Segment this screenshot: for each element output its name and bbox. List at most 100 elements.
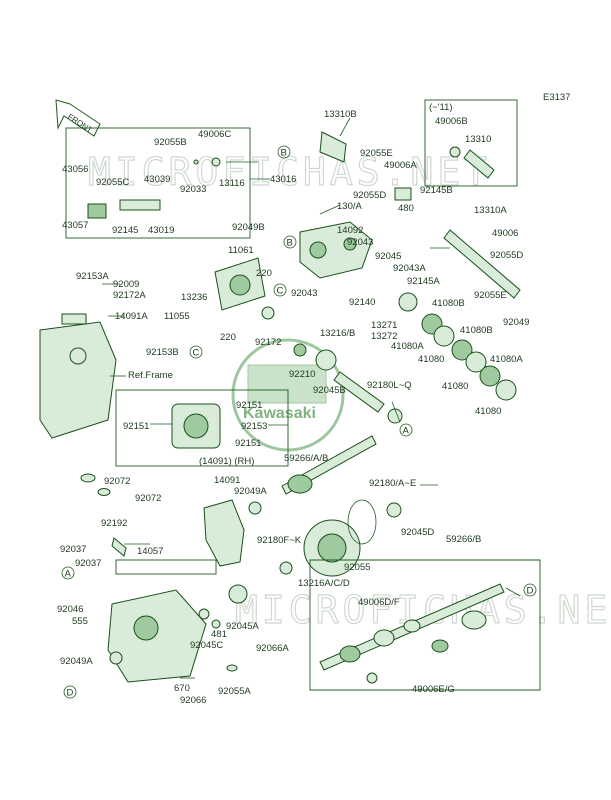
part-label: 49006B [435, 116, 468, 127]
part-label: 92145B [420, 185, 453, 196]
part-label: 92066 [180, 695, 206, 706]
part-label: 13216/B [320, 328, 355, 339]
part-label: 92151 [123, 421, 149, 432]
part-label: 49006E/G [412, 684, 455, 695]
part-label: 92055C [96, 177, 129, 188]
part-label: 43057 [62, 220, 88, 231]
part-label: 92180F~K [257, 535, 302, 546]
part-label: 555 [72, 616, 88, 627]
cover-11061 [214, 257, 275, 320]
part-label: 92151 [235, 438, 261, 449]
part-label: 92180L~Q [367, 380, 412, 391]
svg-text:C: C [193, 348, 200, 359]
part-label: 13310A [474, 205, 507, 216]
differential-housing-14057 [107, 537, 248, 683]
part-label: 13216A/C/D [298, 578, 350, 589]
part-label: 92049B [232, 222, 265, 233]
part-label: 481 [211, 629, 227, 640]
frame-reference [39, 313, 117, 439]
part-label: 92055B [154, 137, 187, 148]
part-label: 130/A [337, 201, 362, 212]
part-label: 13236 [181, 292, 207, 303]
axle-box-59266B [309, 559, 541, 691]
part-label: 14092 [337, 225, 363, 236]
kawasaki-logo: Kawasaki [231, 338, 345, 452]
part-label: 92037 [75, 558, 101, 569]
part-label: 92140 [349, 297, 375, 308]
part-label: 92210 [289, 369, 315, 380]
clutch-discs [398, 292, 517, 401]
part-label: 92151 [236, 400, 262, 411]
part-label: 11061 [228, 245, 254, 256]
part-label: 92045D [401, 527, 434, 538]
part-label: 92055D [490, 250, 523, 261]
part-label: 13310B [324, 109, 357, 120]
part-label: 92145A [407, 276, 440, 287]
part-label: 43039 [144, 174, 170, 185]
part-label: 92043A [393, 263, 426, 274]
part-label: 41080A [490, 354, 523, 365]
part-label: 92072 [104, 476, 130, 487]
part-label: 92055E [474, 290, 507, 301]
part-label: 92045A [226, 621, 259, 632]
front-shaft-box [65, 127, 251, 239]
rh-label: (14091) (RH) [199, 456, 254, 467]
part-label: 43016 [270, 174, 296, 185]
drive-shaft-59266 [281, 435, 377, 495]
ref-markers: B B C C A A D D [61, 145, 537, 699]
part-label: 49006D/F [358, 597, 400, 608]
svg-text:D: D [527, 586, 534, 597]
part-label: 14091A [115, 311, 148, 322]
part-label: 670 [174, 683, 190, 694]
part-label: 92049 [503, 317, 529, 328]
part-label: 11055 [164, 311, 190, 322]
part-label: 92055E [360, 148, 393, 159]
svg-text:A: A [65, 569, 72, 580]
part-label: 13272 [371, 331, 397, 342]
part-label: 92045 [375, 251, 401, 262]
part-label: 92180/A~E [369, 478, 416, 489]
part-label: 92172 [255, 337, 281, 348]
leader-lines [102, 117, 521, 679]
part-label: 92049A [234, 486, 267, 497]
hub-plate [171, 403, 221, 449]
part-label: 92172A [113, 290, 146, 301]
part-label: 14091 [214, 475, 240, 486]
part-label: 92192 [101, 518, 127, 529]
diagram-code: E3137 [543, 92, 570, 103]
svg-text:A: A [403, 426, 410, 437]
hub-box-rh [115, 389, 289, 467]
part-label: 49006 [492, 228, 518, 239]
part-label: 92145 [112, 225, 138, 236]
svg-text:B: B [281, 148, 287, 159]
svg-text:B: B [287, 238, 293, 249]
front-shaft-parts [87, 157, 258, 219]
part-label: 220 [256, 268, 272, 279]
snap-rings [80, 473, 111, 496]
ref-frame-label: Ref.Frame [128, 370, 173, 381]
part-label: 92037 [60, 544, 86, 555]
part-label: 92045C [190, 640, 223, 651]
part-label: 92045B [313, 385, 346, 396]
part-label: 49006C [198, 129, 231, 140]
svg-text:Kawasaki: Kawasaki [243, 405, 316, 422]
part-label: 13310 [465, 134, 491, 145]
part-label: 13271 [371, 320, 397, 331]
gear-case-14092 [299, 131, 412, 279]
shaft-13310 [424, 99, 521, 299]
part-label: 43056 [62, 164, 88, 175]
part-label: 92043 [291, 288, 317, 299]
part-label: 14057 [137, 546, 163, 557]
part-label: 59266/B [446, 534, 481, 545]
part-label: 92049A [60, 656, 93, 667]
part-labels: 43056 92055C 43039 43057 92145 43019 920… [57, 102, 529, 706]
front-arrow-icon: FRONT [55, 99, 101, 137]
part-label: 92055A [218, 686, 251, 697]
part-label: (~'11) [429, 102, 453, 113]
part-label: 41080 [442, 381, 468, 392]
housing-14091 [203, 499, 262, 567]
part-label: 41080A [391, 341, 424, 352]
part-label: 92046 [57, 604, 83, 615]
part-label: 92066A [256, 643, 289, 654]
